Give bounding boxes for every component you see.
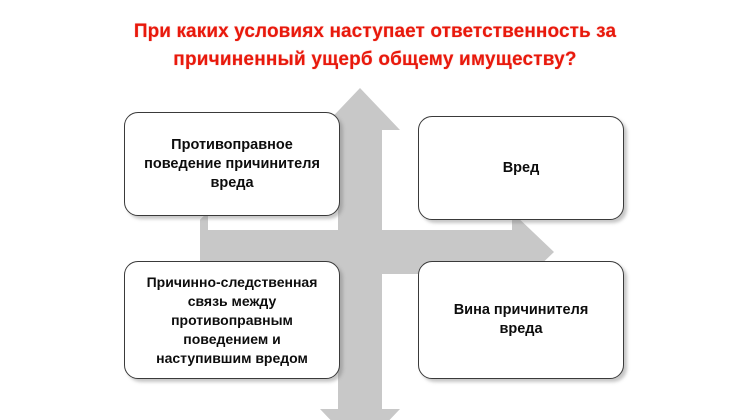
diagram-box-top-right-label: Вред <box>502 159 540 176</box>
diagram-box-bottom-left[interactable]: Причинно-следственная связь между против… <box>124 261 340 379</box>
diagram-box-bottom-right-label: Вина причинителя вреда <box>453 302 589 337</box>
page-title: При каких условиях наступает ответственн… <box>60 18 690 74</box>
diagram-box-bottom-left-label: Причинно-следственная связь между против… <box>146 273 318 366</box>
diagram-box-bottom-right[interactable]: Вина причинителя вреда <box>418 261 624 379</box>
page-title-line-2: причиненный ущерб общему имуществу? <box>173 49 577 70</box>
diagram-box-top-left-label: Противоправное поведение причинителя вре… <box>144 136 320 191</box>
page-title-line-1: При каких условиях наступает ответственн… <box>133 21 617 42</box>
diagram-box-top-left[interactable]: Противоправное поведение причинителя вре… <box>124 112 340 216</box>
diagram-box-top-right[interactable]: Вред <box>418 116 624 220</box>
